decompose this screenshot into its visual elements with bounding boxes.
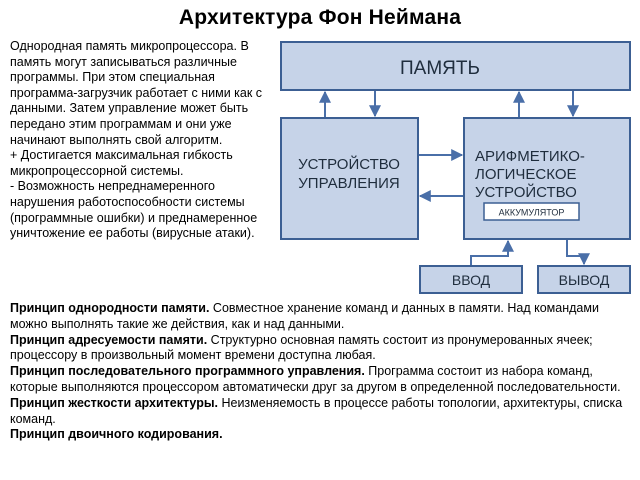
input-box [419,265,523,294]
principle-body: Неизменяемость в процессе работы тополог… [10,395,623,426]
memory-label: ПАМЯТЬ [400,58,480,79]
principle-item: Принцип жесткости архитектуры. Неизменяе… [10,396,630,428]
diagram-arrows [319,90,590,266]
alu-block: АРИФМЕТИКО- ЛОГИЧЕСКОЕ УСТРОЙСТВО АККУМУ… [463,117,631,240]
control-unit-block: УСТРОЙСТВО УПРАВЛЕНИЯ [280,117,419,240]
accumulator-label: АККУМУЛЯТОР [499,208,565,218]
principle-heading: Принцип жесткости архитектуры. [10,395,218,410]
input-label: ВВОД [452,272,491,288]
principle-item: Принцип однородности памяти. Совместное … [10,301,630,333]
control-unit-box [280,117,419,240]
advantage-line: + Достигается максимальная гибкость микр… [10,148,233,178]
principle-item: Принцип адресуемости памяти. Структурно … [10,333,630,365]
principle-heading: Принцип однородности памяти. [10,301,210,315]
arrow-input-to-alu [470,239,514,265]
accumulator-box [483,202,580,221]
output-box [537,265,631,294]
principle-body: Структурно основная память состоит из пр… [10,332,593,363]
alu-label-line3: УСТРОЙСТВО [475,183,577,201]
output-block: ВЫВОД [537,265,631,294]
arrow-alu-to-output [566,240,590,266]
principle-body: Программа состоит из набора команд, кото… [10,364,621,394]
alu-label-line2: ЛОГИЧЕСКОЕ [475,166,577,183]
principle-body: Совместное хранение команд и данных в па… [10,301,599,331]
page-title: Архитектура Фон Неймана [178,6,462,29]
input-block: ВВОД [419,265,523,294]
memory-block: ПАМЯТЬ [280,41,631,91]
memory-box [280,41,631,91]
principles-list: Принцип однородности памяти. Совместное … [10,301,630,443]
principle-heading: Принцип двоичного кодирования. [10,427,223,442]
alu-label-line1: АРИФМЕТИКО- [475,148,585,165]
description-text: Однородная память микропроцессора. В пам… [10,39,272,242]
output-label: ВЫВОД [559,272,610,288]
principle-heading: Принцип адресуемости памяти. [10,332,208,347]
control-unit-label-line2: УПРАВЛЕНИЯ [298,175,399,192]
principle-item: Принцип последовательного программного у… [10,364,630,396]
principle-heading: Принцип последовательного программного у… [10,364,365,379]
disadvantage-line: - Возможность непреднамеренного нарушени… [10,179,258,241]
principle-item: Принцип двоичного кодирования. [10,427,630,443]
control-unit-label-line1: УСТРОЙСТВО [298,155,400,173]
description-paragraph: Однородная память микропроцессора. В пам… [10,39,263,147]
